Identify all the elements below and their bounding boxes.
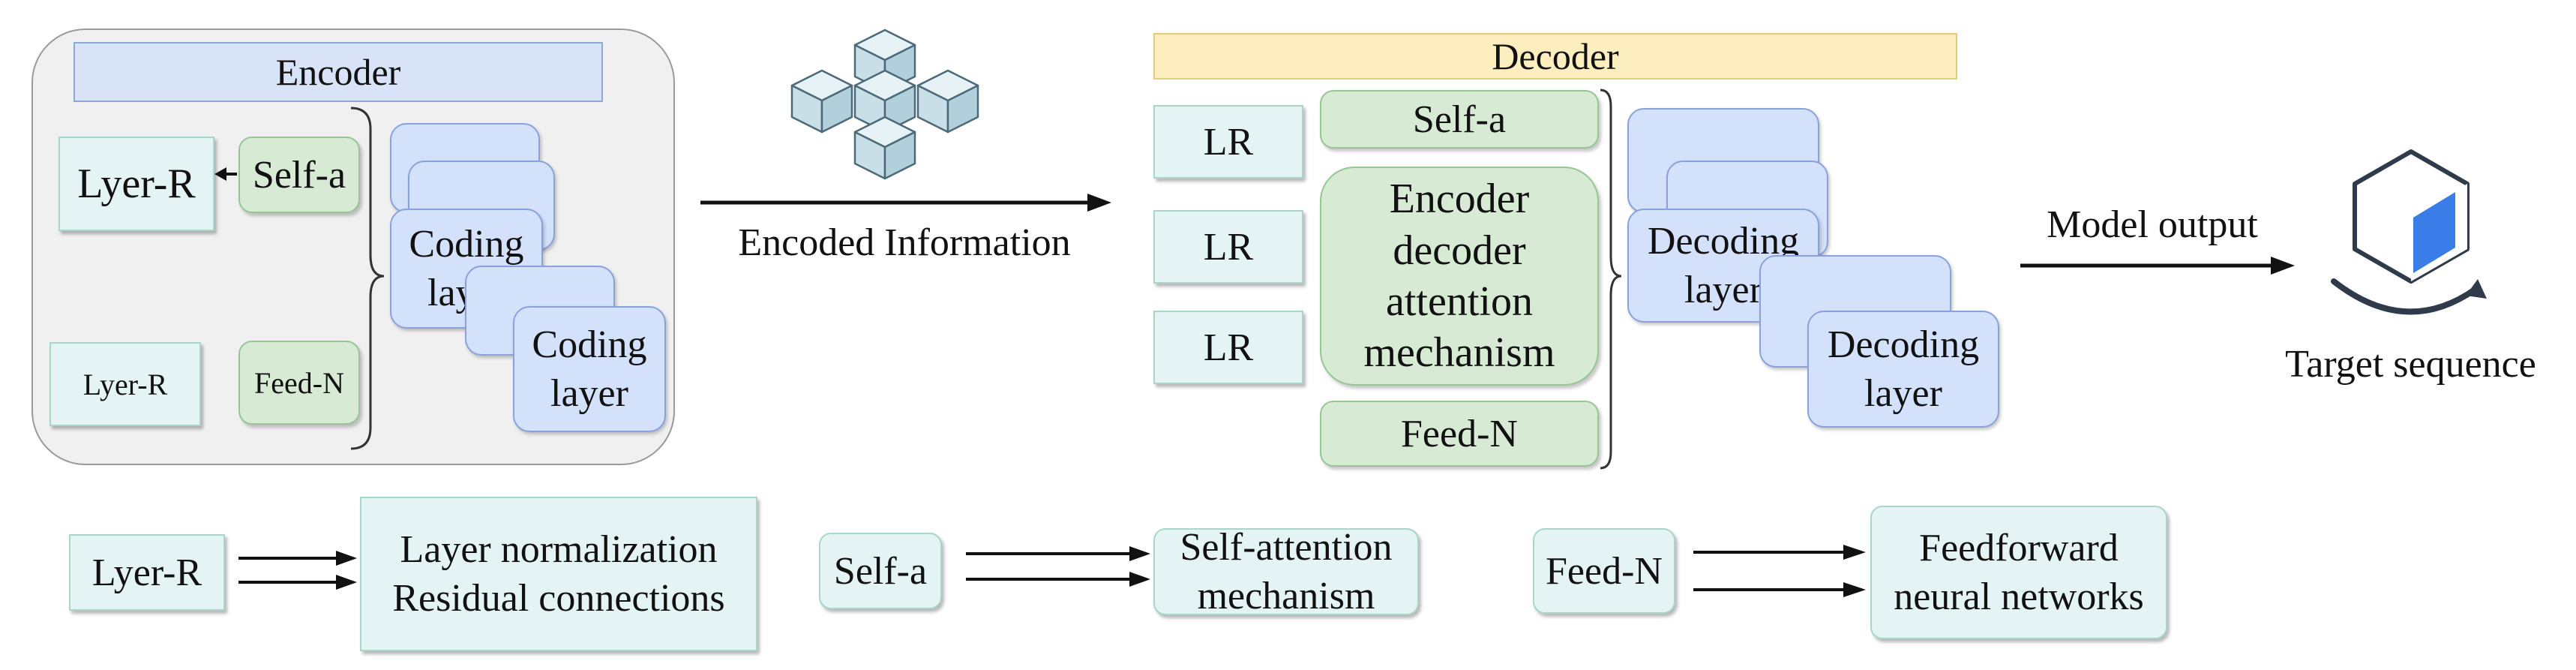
decoder-lr-2: LR <box>1153 210 1303 284</box>
legend-meaning-feed-n: Feedforward neural networks <box>1870 506 2167 639</box>
target-sequence-label: Target sequence <box>2285 343 2536 386</box>
decoder-attention-mechanism: Encoder decoder attention mechanism <box>1320 167 1599 386</box>
encoder-feed-n: Feed-N <box>238 341 360 425</box>
encoded-information-arrow <box>700 194 1111 212</box>
encoder-title: Encoder <box>73 42 603 102</box>
legend-meaning-self-a: Self-attention mechanism <box>1153 526 1419 617</box>
decoder-title: Decoder <box>1153 33 1957 80</box>
decoder-self-a: Self-a <box>1320 90 1599 149</box>
model-output-arrow <box>2020 257 2295 275</box>
coding-layer-front: Coding layer <box>513 306 666 432</box>
hexagon-cube-icon <box>2331 149 2487 315</box>
legend-meaning-lyer-r: Layer normalization Residual connections <box>360 497 757 651</box>
decoder-brace <box>1600 89 1622 470</box>
decoder-lr-3: LR <box>1153 311 1303 384</box>
encoder-self-a: Self-a <box>238 137 360 213</box>
legend-abbr-lyer-r: Lyer-R <box>69 534 225 611</box>
decoder-lr-1: LR <box>1153 105 1303 179</box>
encoded-information-label: Encoded Information <box>738 221 1071 264</box>
decoder-feed-n: Feed-N <box>1320 401 1599 467</box>
cube-cluster-icon <box>790 29 979 180</box>
legend-abbr-feed-n: Feed-N <box>1533 528 1675 614</box>
encoder-lyer-r-top: Lyer-R <box>58 137 214 231</box>
model-output-label: Model output <box>2047 203 2258 246</box>
decoding-layer-front: Decoding layer <box>1807 311 1999 428</box>
legend-abbr-self-a: Self-a <box>819 533 942 609</box>
encoder-lyer-r-bottom: Lyer-R <box>49 342 201 426</box>
